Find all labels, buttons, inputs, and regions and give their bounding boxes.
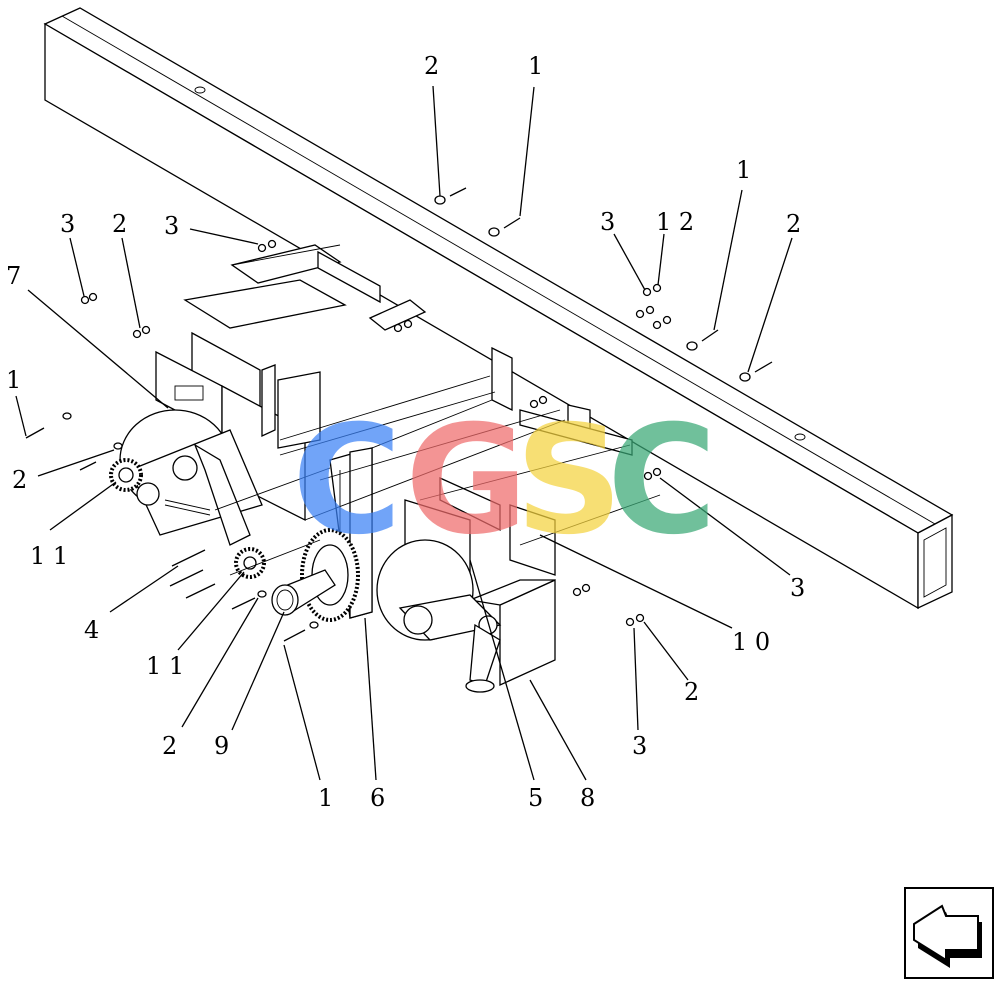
callout-1-left: 1 (6, 366, 21, 394)
callout-4: 4 (84, 616, 99, 644)
watermark-letter-s: S (515, 394, 623, 568)
callout-9: 9 (214, 732, 229, 760)
callout-2-lower-right: 2 (684, 678, 699, 706)
callout-1-bottom: 1 (318, 784, 333, 812)
callout-3-mid: 3 (600, 208, 615, 236)
callout-11-left: 1 1 (30, 542, 68, 570)
watermark-letter-c2: C (607, 394, 717, 568)
callout-2-bottom: 2 (162, 732, 177, 760)
hardware (25, 187, 773, 642)
callout-2-right: 2 (786, 210, 801, 238)
left-gearbox (119, 409, 263, 546)
callout-3-bottom: 3 (632, 732, 647, 760)
sprocket-left (109, 458, 143, 492)
callout-3-right: 3 (790, 574, 805, 602)
callout-12: 1 2 (656, 208, 694, 236)
callout-3-left: 3 (60, 210, 75, 238)
callout-2-lower-left: 2 (12, 466, 27, 494)
callout-7: 7 (6, 262, 21, 290)
callout-1-top: 1 (528, 52, 543, 80)
callout-8: 8 (580, 784, 595, 812)
callout-5: 5 (528, 784, 543, 812)
shaft-tube (271, 569, 336, 616)
callout-2-left: 2 (112, 210, 127, 238)
watermark-letter-g: G (405, 394, 528, 568)
cgsc-watermark: C G S C (292, 394, 717, 568)
callout-6: 6 (370, 784, 385, 812)
leader-lines (15, 85, 793, 781)
callout-1-right: 1 (736, 156, 751, 184)
watermark-letter-c1: C (292, 394, 402, 568)
right-gearbox (376, 499, 556, 693)
callout-11-mid: 1 1 (146, 652, 184, 680)
guide-lines (214, 244, 661, 576)
callout-2-top: 2 (424, 52, 439, 80)
frame-beam (43, 7, 954, 610)
callout-labels: 2 1 1 3 1 2 2 3 2 3 7 1 2 1 1 4 1 1 2 9 … (6, 52, 805, 812)
callout-10: 1 0 (732, 628, 770, 656)
callout-3-center: 3 (164, 212, 179, 240)
arrow-next-page-icon[interactable] (904, 887, 994, 979)
